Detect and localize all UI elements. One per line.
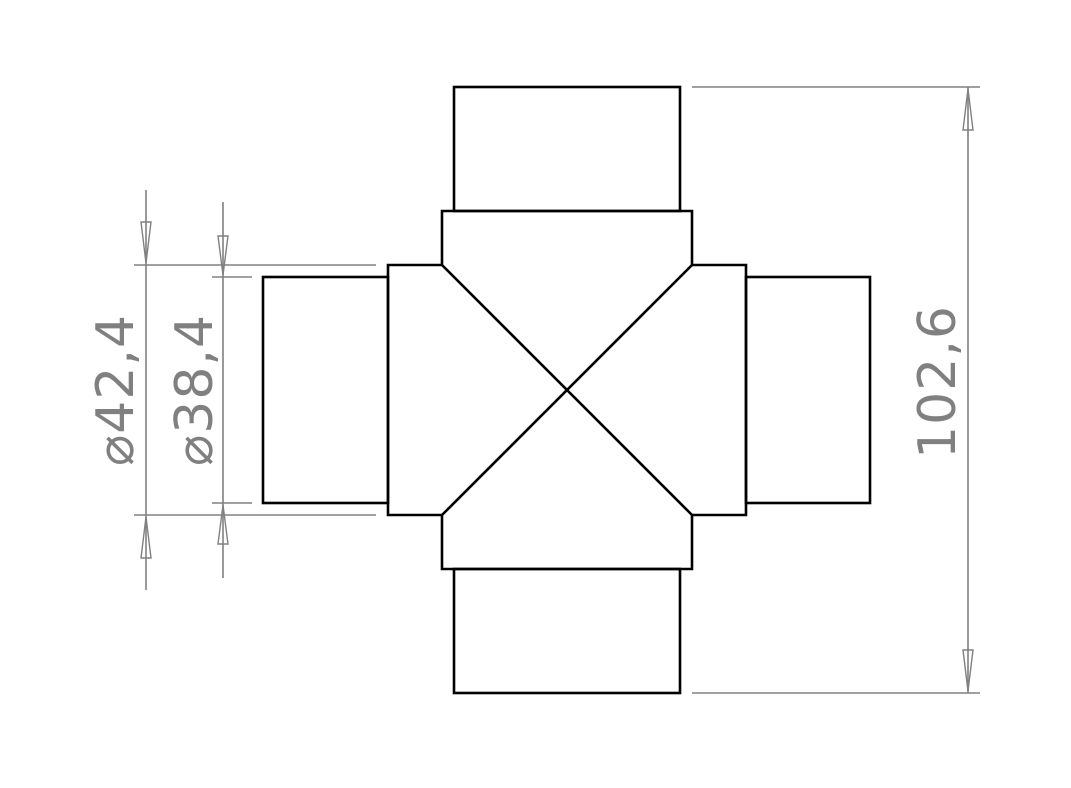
arrow-head-icon	[217, 504, 229, 545]
mitre-line-2	[441, 264, 693, 516]
cross-connector	[261, 85, 872, 695]
arrow-head-icon	[962, 88, 974, 131]
pipe-right	[744, 275, 872, 505]
arrow-head-icon	[962, 649, 974, 692]
pipe-bottom	[452, 567, 682, 695]
arrow-head-icon	[217, 235, 229, 276]
arrow-head-icon	[140, 221, 152, 264]
dimension-outer-diameter: ⌀42,4	[86, 190, 376, 590]
pipe-top	[452, 85, 682, 213]
dimension-height: 102,6	[692, 86, 980, 694]
outer-diameter-value: ⌀42,4	[86, 314, 146, 466]
dimension-inner-diameter: ⌀38,4	[165, 202, 252, 578]
pipe-left	[261, 275, 390, 505]
height-value: 102,6	[908, 305, 968, 459]
inner-diameter-value: ⌀38,4	[165, 314, 225, 466]
arrow-head-icon	[140, 516, 152, 559]
